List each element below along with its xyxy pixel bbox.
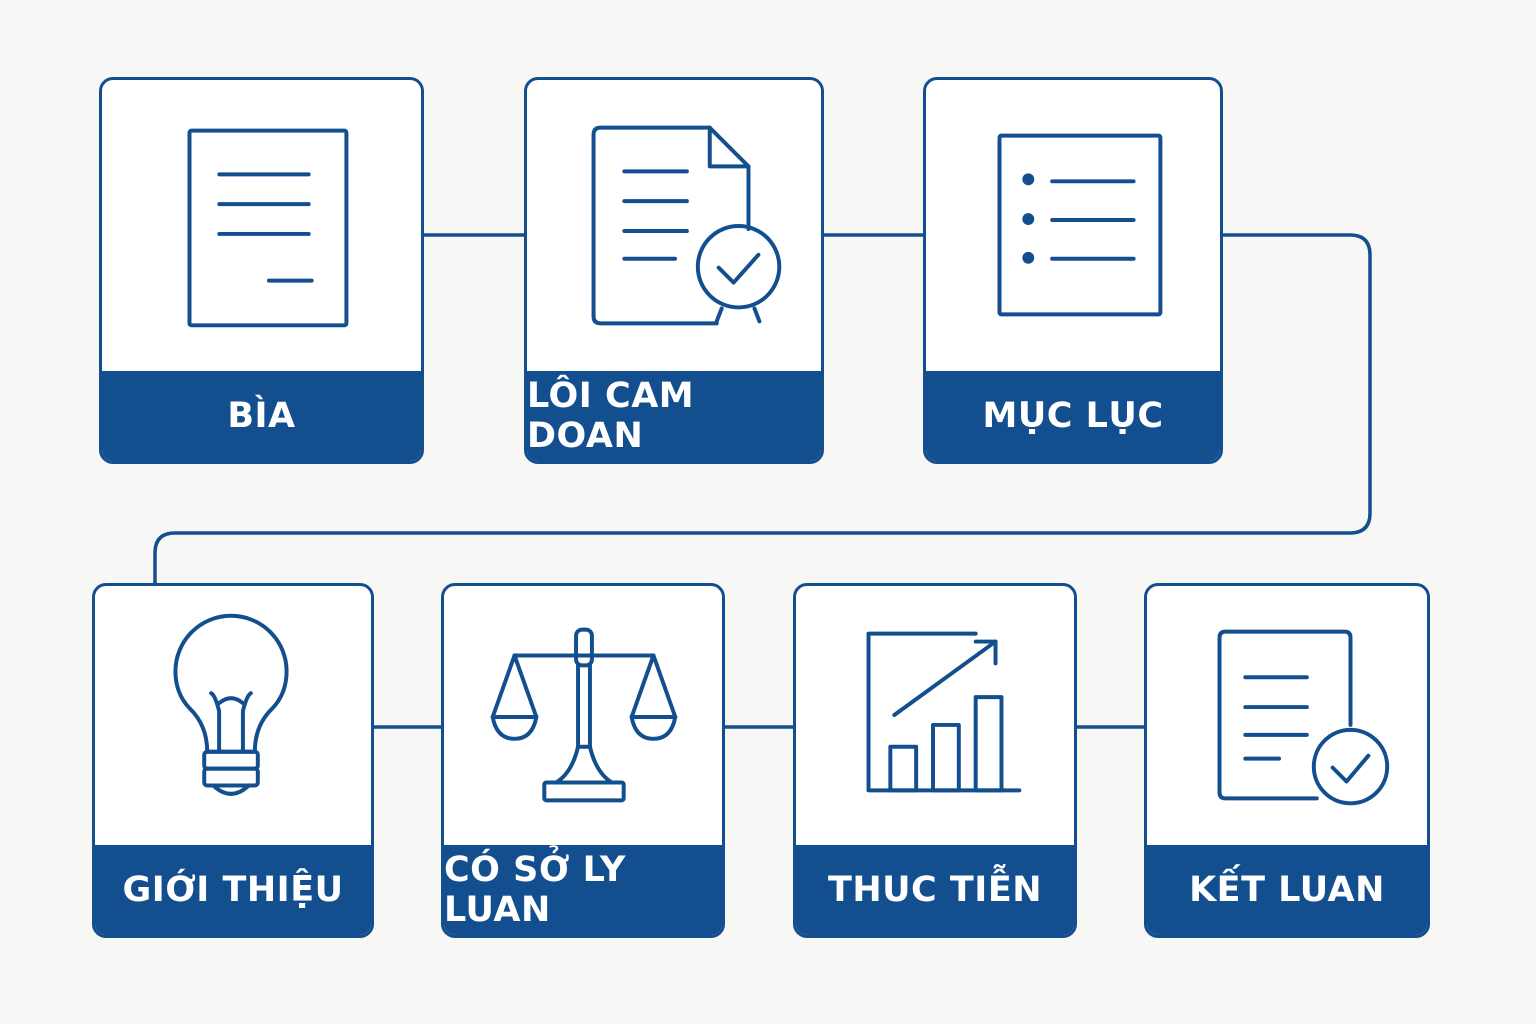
step-label: THUC TIỄN	[796, 845, 1074, 935]
step-card-gioi-thieu: GIỚI THIỆU	[92, 583, 374, 938]
step-label: LÔI CAM DOAN	[527, 371, 821, 461]
step-label: GIỚI THIỆU	[95, 845, 371, 935]
scales-icon	[444, 586, 722, 845]
lightbulb-icon	[95, 586, 371, 845]
step-card-muc-luc: MỤC LỤC	[923, 77, 1223, 464]
list-icon	[926, 80, 1220, 371]
step-label: CÓ SỞ LY LUAN	[444, 845, 722, 935]
document-check-icon	[527, 80, 821, 371]
step-label: BÌA	[102, 371, 421, 461]
document-check-icon	[1147, 586, 1427, 845]
step-label: KẾT LUAN	[1147, 845, 1427, 935]
growth-chart-icon	[796, 586, 1074, 845]
document-icon	[102, 80, 421, 371]
step-label: MỤC LỤC	[926, 371, 1220, 461]
step-card-co-so-ly-luan: CÓ SỞ LY LUAN	[441, 583, 725, 938]
step-card-bia: BÌA	[99, 77, 424, 464]
step-card-ket-luan: KẾT LUAN	[1144, 583, 1430, 938]
step-card-thuc-tien: THUC TIỄN	[793, 583, 1077, 938]
step-card-loi-cam-doan: LÔI CAM DOAN	[524, 77, 824, 464]
